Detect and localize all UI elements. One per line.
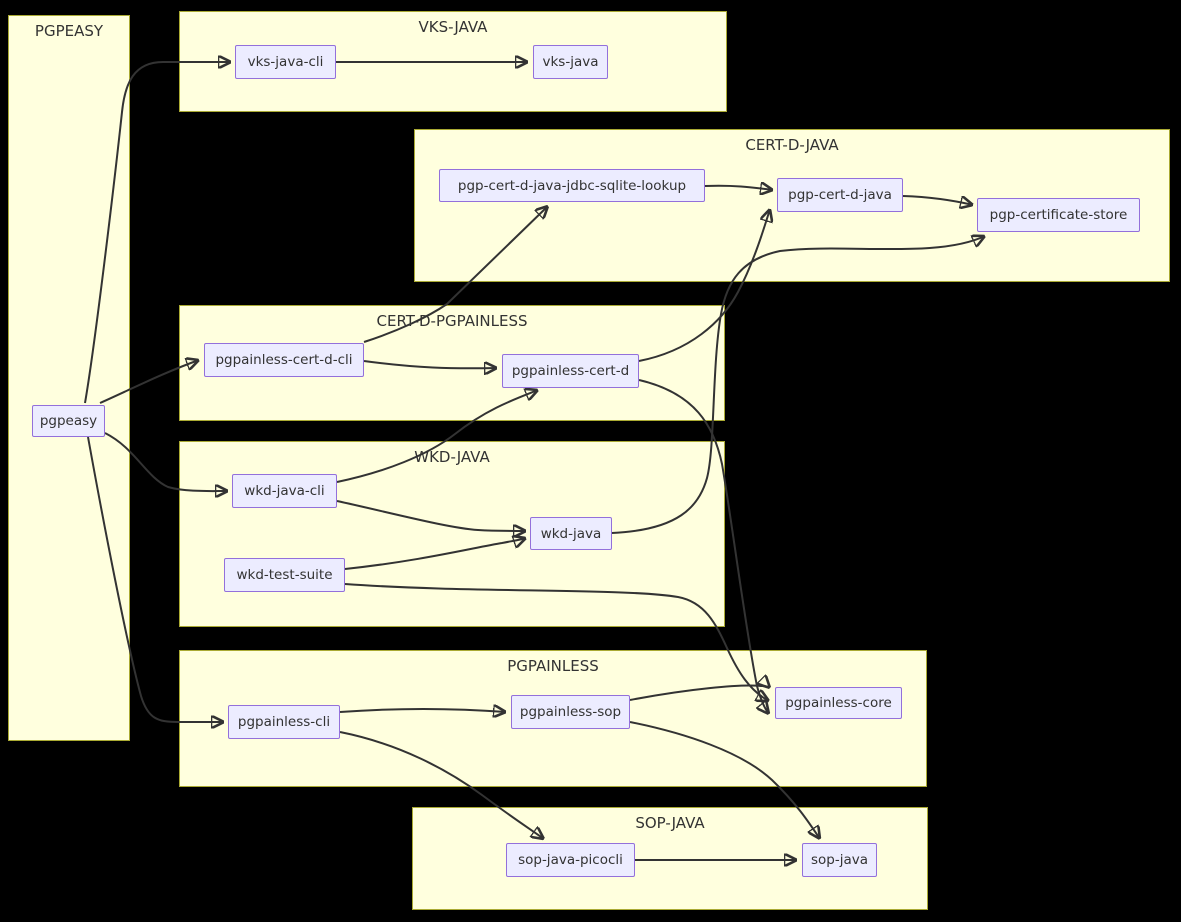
- node-pgpainless-core: pgpainless-core: [775, 687, 902, 719]
- cluster-title-wkd-java: WKD-JAVA: [414, 448, 490, 466]
- cluster-title-cert-d-java: CERT-D-JAVA: [745, 136, 839, 154]
- node-pgpainless-cli: pgpainless-cli: [228, 705, 340, 739]
- node-sop-java: sop-java: [802, 843, 877, 877]
- node-wkd-java: wkd-java: [530, 517, 612, 550]
- node-pgp-cert-d-java: pgp-cert-d-java: [777, 178, 903, 212]
- cluster-title-sop-java: SOP-JAVA: [635, 814, 705, 832]
- node-pgp-cert-d-java-jdbc-sqlite-lookup: pgp-cert-d-java-jdbc-sqlite-lookup: [439, 169, 705, 202]
- node-pgpainless-cert-d: pgpainless-cert-d: [502, 354, 639, 388]
- cluster-title-pgpeasy: PGPEASY: [34, 22, 104, 40]
- node-pgp-certificate-store: pgp-certificate-store: [977, 198, 1140, 232]
- cluster-pgpeasy: PGPEASY: [8, 15, 130, 741]
- node-sop-java-picocli: sop-java-picocli: [506, 843, 635, 877]
- node-pgpeasy: pgpeasy: [32, 405, 105, 437]
- cluster-title-pgpainless: PGPAINLESS: [507, 657, 599, 675]
- node-pgpainless-sop: pgpainless-sop: [511, 695, 630, 729]
- node-wkd-test-suite: wkd-test-suite: [224, 558, 345, 592]
- cluster-wkd-java: WKD-JAVA: [179, 441, 725, 627]
- node-vks-java: vks-java: [533, 45, 608, 79]
- node-wkd-java-cli: wkd-java-cli: [232, 474, 337, 508]
- cluster-title-cert-d-pgpainless: CERT-D-PGPAINLESS: [376, 312, 528, 330]
- node-vks-java-cli: vks-java-cli: [235, 45, 336, 79]
- node-pgpainless-cert-d-cli: pgpainless-cert-d-cli: [204, 343, 364, 377]
- cluster-title-vks-java: VKS-JAVA: [418, 18, 488, 36]
